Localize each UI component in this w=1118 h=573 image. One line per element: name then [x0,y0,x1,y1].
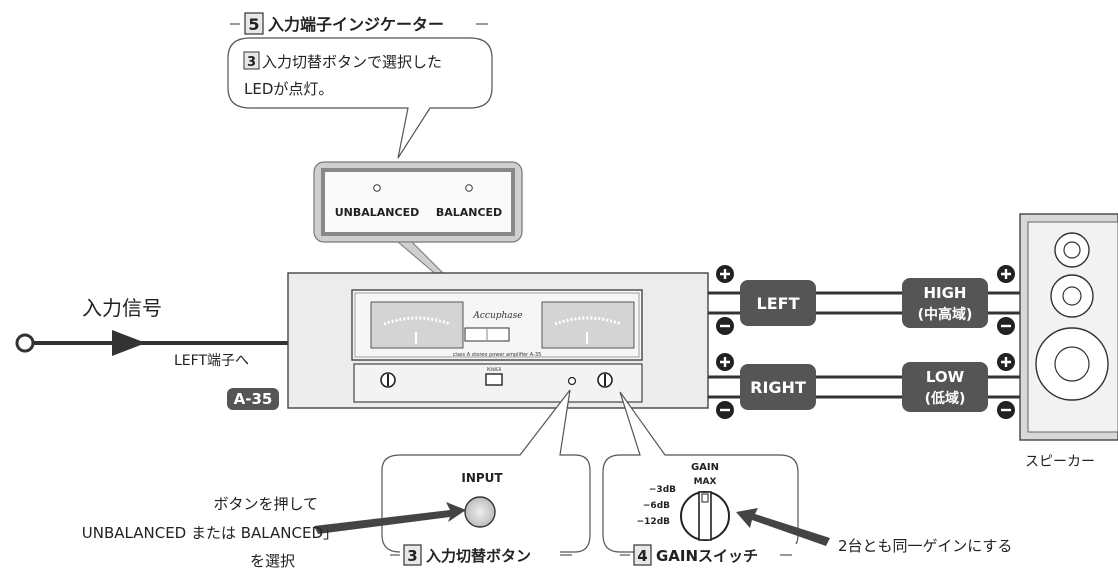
input-select-button[interactable] [464,496,496,528]
low-band-badge [902,362,988,412]
gain-number-badge [633,544,652,566]
gain-number: 4 [637,547,647,565]
spk-plus-bottom-icon [997,353,1015,371]
left-channel-badge [740,280,816,326]
indicator-number-badge [244,12,264,35]
input-number-badge [403,544,422,566]
balanced-led-icon [465,184,473,192]
input-number: 3 [407,547,417,565]
gain-arrow-icon [736,508,830,546]
gain-max-label: MAX [694,477,717,487]
terminal-label: LEFT端子へ [174,353,249,369]
amp-subtitle: class A stereo power amplifier A-35 [453,352,542,358]
input-button-callout: INPUT 3 入力切替ボタン ボタンを押して UNBALANCED または B… [82,389,591,570]
speaker-cables: LEFT RIGHT HIGH (中高域) LOW (低域) [708,265,1020,419]
brand-logo: Accuphase [472,311,522,321]
gain-knob-pointer [698,491,712,541]
model-badge [227,388,279,410]
indicator-ref-badge [243,51,260,70]
input-title: 入力切替ボタン [426,547,531,565]
speaker-cabinet: スピーカー [1019,213,1118,470]
low-band-label: LOW [926,368,965,386]
indicator-desc-line1: 入力切替ボタンで選択した [262,53,442,71]
input-note-line3: を選択 [250,552,295,570]
indicator-desc-line2: LEDが点灯。 [244,80,333,98]
input-signal: 入力信号 LEFT端子へ [15,296,300,369]
amplifier: Accuphase class A stereo power amplifier… [227,272,709,410]
low-band-sublabel: (低域) [925,390,966,407]
amp-minus-bottom-icon [716,401,734,419]
unbalanced-label: UNBALANCED [335,206,419,219]
signal-arrow-icon [112,330,146,356]
input-note-line2: UNBALANCED または BALANCED」 [82,524,338,542]
gain-12db-label: −12dB [637,517,671,527]
spk-minus-bottom-icon [997,401,1015,419]
gain-label: GAIN [691,462,719,473]
high-band-badge [902,278,988,328]
left-channel-label: LEFT [757,294,800,313]
spk-plus-top-icon [997,265,1015,283]
power-switch-icon [485,373,503,386]
right-channel-label: RIGHT [750,378,806,397]
model-label: A-35 [234,390,273,408]
indicator-ref-number: 3 [247,55,256,70]
input-note-line1: ボタンを押して [213,495,318,513]
input-arrow-icon [314,502,466,534]
gain-6db-label: −6dB [643,501,670,511]
gain-switch-callout: GAIN MAX −3dB −6dB −12dB 4 GAINスイッチ 2台とも… [602,391,1012,570]
indicator-number: 5 [248,15,259,34]
gain-note: 2台とも同一ゲインにする [838,537,1012,555]
power-label: POWER [487,367,502,372]
right-channel-badge [740,364,816,410]
unbalanced-led-icon [373,184,381,192]
speaker-label: スピーカー [1025,454,1095,470]
gain-3db-label: −3dB [649,485,676,495]
high-band-label: HIGH [923,284,966,302]
high-band-sublabel: (中高域) [918,306,973,323]
amp-plus-top-icon [716,265,734,283]
indicator-callout: 5 入力端子インジケーター 3 入力切替ボタンで選択した LEDが点灯。 [227,12,493,159]
amp-minus-top-icon [716,317,734,335]
balanced-label: BALANCED [436,206,502,219]
input-signal-label: 入力信号 [82,296,162,320]
indicator-title: 入力端子インジケーター [268,15,444,34]
input-jack-icon [15,333,35,353]
amp-plus-bottom-icon [716,353,734,371]
gain-title: GAINスイッチ [656,547,758,565]
spk-minus-top-icon [997,317,1015,335]
input-label: INPUT [461,471,503,485]
input-button-icon [567,376,577,386]
